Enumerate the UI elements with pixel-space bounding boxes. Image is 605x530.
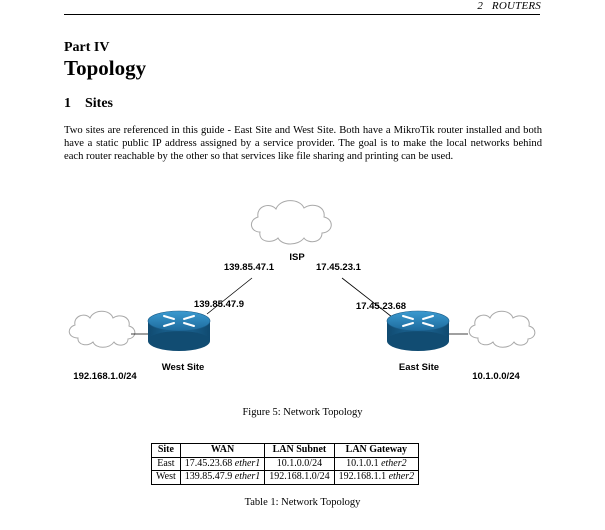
cell-site: East [151,456,181,471]
west-lan-cloud-icon [68,310,136,348]
part-label: Part IV [64,40,110,55]
west-wan-ip-label: 139.85.47.9 [194,299,244,310]
cell-site: West [151,470,181,485]
isp-label: ISP [289,252,305,263]
wan-ip: 139.85.47.9 [184,471,233,482]
wan-interface: ether1 [234,457,261,469]
east-router-icon [386,310,450,351]
wan-ip: 17.45.23.68 [184,457,233,469]
east-wan-link [341,277,393,318]
east-lan-cloud-icon [468,310,536,348]
west-wan-link [206,277,253,315]
table-row: East 17.45.23.68 ether1 10.1.0.0/24 10.1… [151,456,420,471]
table-row: West 139.85.47.9 ether1 192.168.1.0/24 1… [151,470,420,485]
table-header-row: Site WAN LAN Subnet LAN Gateway [151,443,420,458]
network-topology-diagram: ISP 139.85.47.1 17.45.23.1 139.85.47.9 1… [68,200,536,382]
wan-interface: ether1 [234,471,261,482]
gateway-interface: ether2 [388,471,415,482]
isp-east-ip-label: 17.45.23.1 [316,262,362,273]
part-title: Topology [64,56,147,80]
cell-wan: 17.45.23.68 ether1 [179,456,266,471]
header-rule [64,14,540,15]
cell-wan: 139.85.47.9 ether1 [179,470,266,485]
east-lan-subnet-label: 10.1.0.0/24 [472,371,520,382]
isp-cloud-icon [251,200,332,245]
topology-table: Site WAN LAN Subnet LAN Gateway East 17.… [151,443,420,485]
column-header-lan-gateway: LAN Gateway [333,443,420,458]
running-header: 2 ROUTERS [477,0,541,12]
column-header-wan: WAN [179,443,266,458]
isp-west-ip-label: 139.85.47.1 [224,262,275,273]
section-heading: 1 Sites [64,96,113,112]
east-site-label: East Site [399,362,439,373]
column-header-lan-subnet: LAN Subnet [264,443,335,458]
west-router-icon [147,310,211,351]
west-lan-subnet-label: 192.168.1.0/24 [73,371,137,382]
header-section-name: ROUTERS [491,0,541,12]
section-number: 1 [64,96,71,111]
cell-lan-subnet: 10.1.0.0/24 [264,456,335,471]
cell-lan-gateway: 192.168.1.1 ether2 [333,470,420,485]
section-title: Sites [85,96,113,111]
table-caption: Table 1: Network Topology [244,497,361,508]
column-header-site: Site [151,443,181,458]
gateway-ip: 192.168.1.1 [338,471,387,482]
west-site-label: West Site [162,362,205,373]
east-wan-ip-label: 17.45.23.68 [356,301,406,312]
cell-lan-subnet: 192.168.1.0/24 [264,470,335,485]
body-paragraph: Two sites are referenced in this guide -… [64,125,542,162]
gateway-interface: ether2 [381,457,407,469]
figure-caption: Figure 5: Network Topology [242,407,363,418]
gateway-ip: 10.1.0.1 [346,457,379,469]
header-section-number: 2 [477,0,484,12]
cell-lan-gateway: 10.1.0.1 ether2 [333,456,420,471]
